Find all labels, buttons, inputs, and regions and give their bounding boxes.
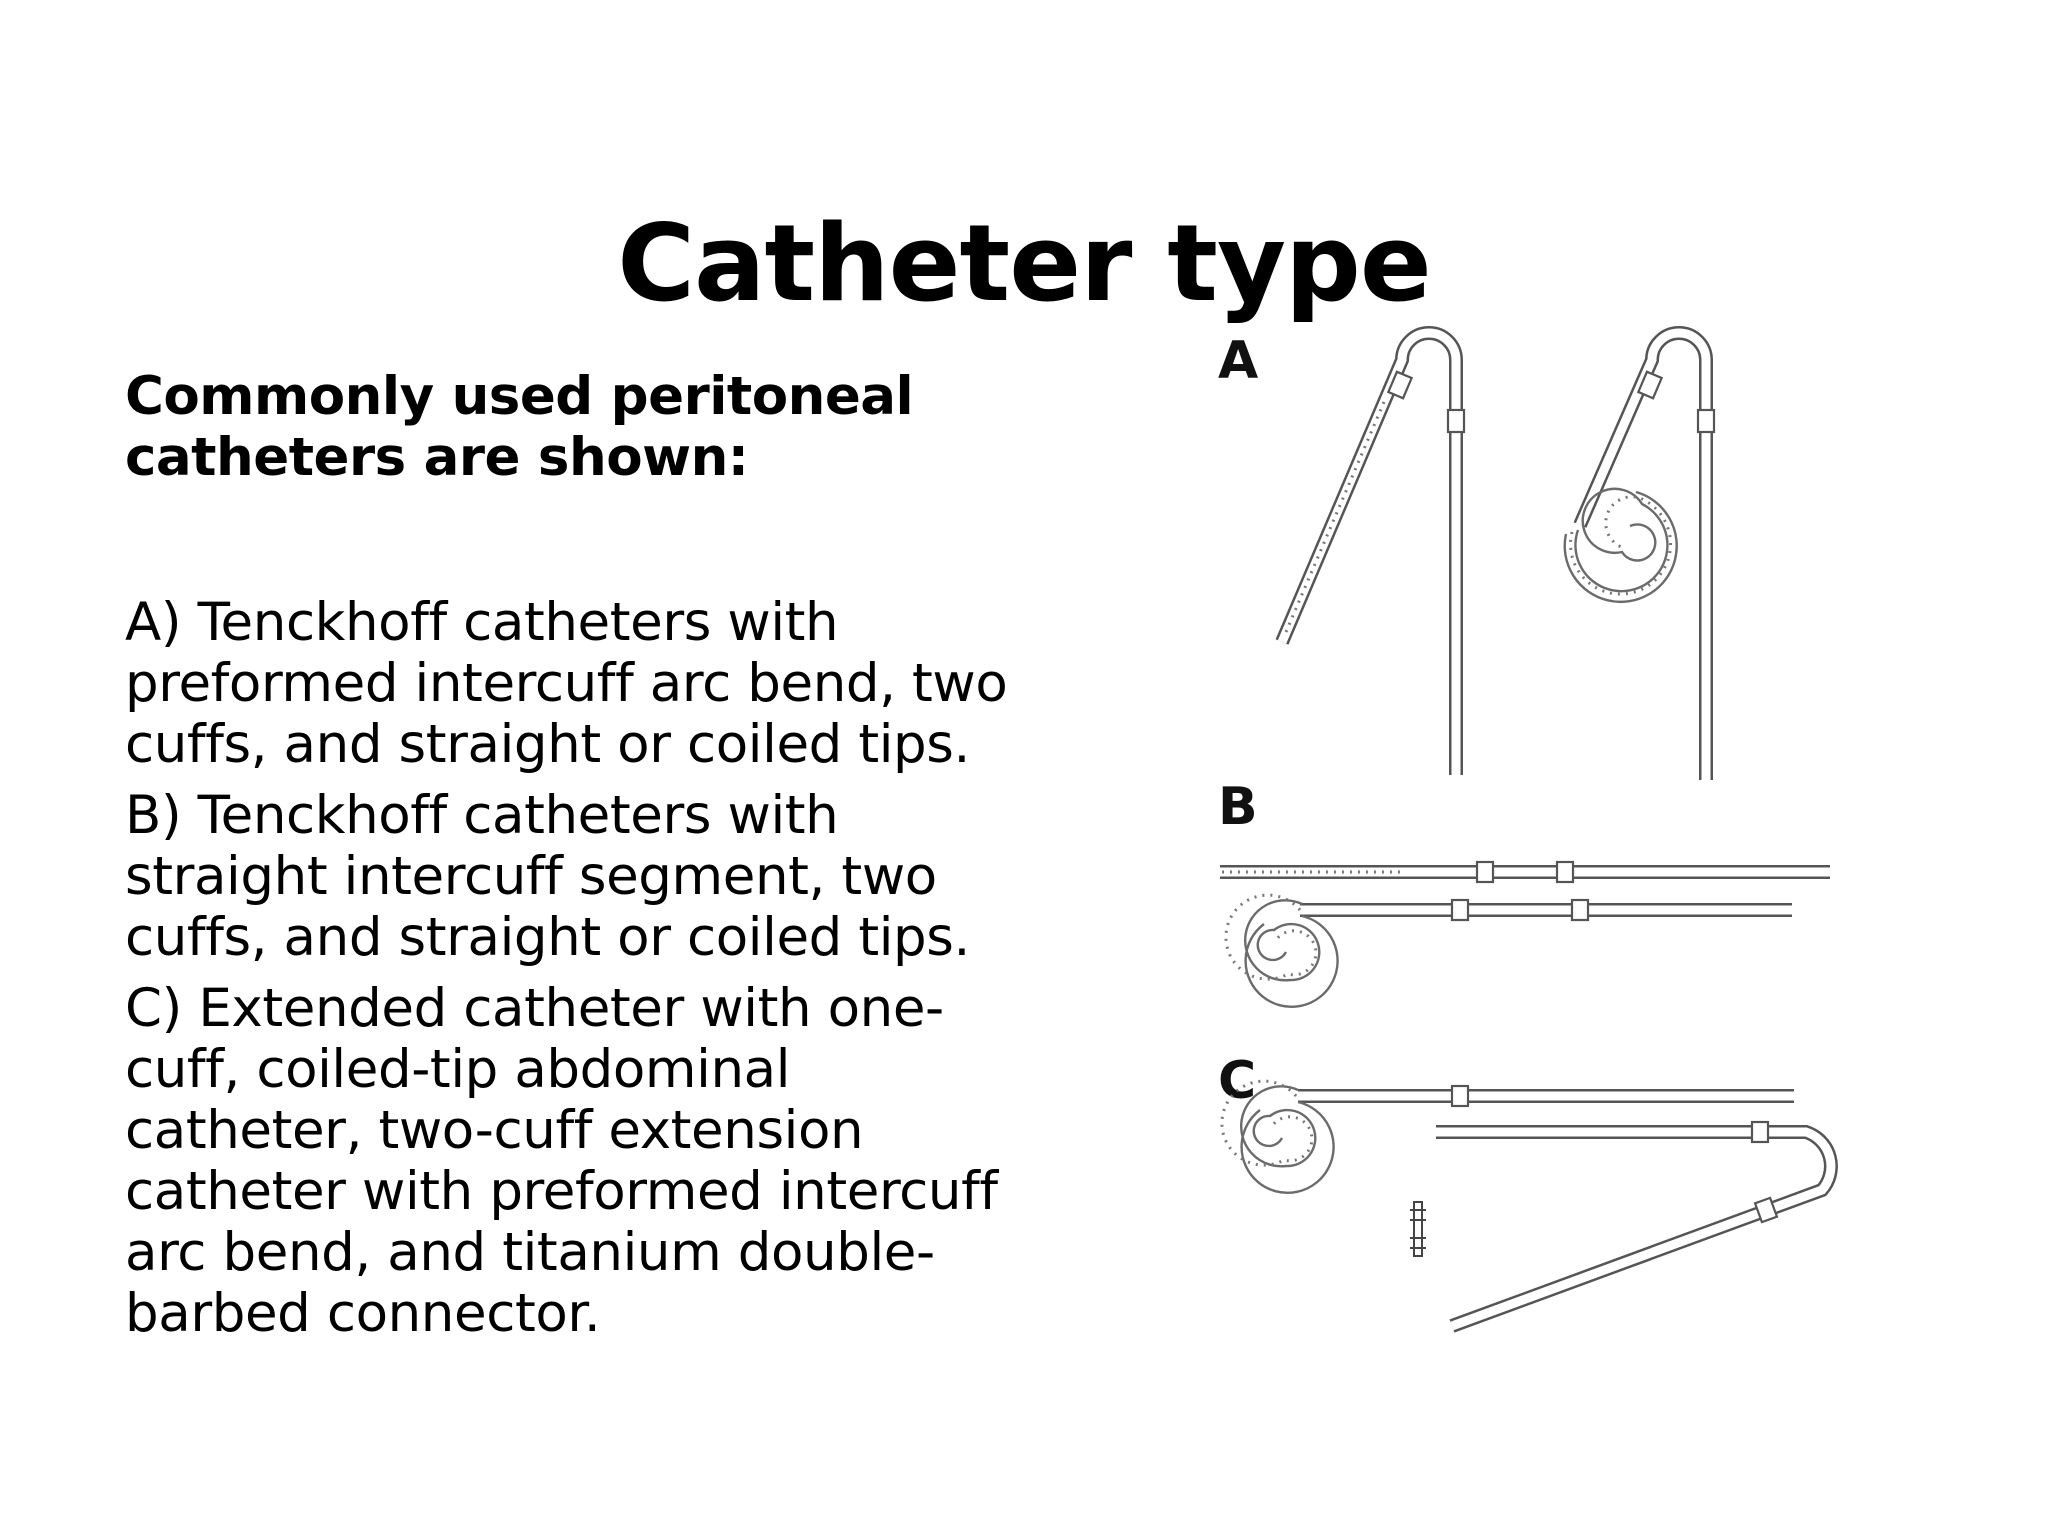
catheter-list: A) Tenckhoff catheters with preformed in… xyxy=(125,592,1025,1344)
cuff xyxy=(1636,370,1664,400)
catheter-c-extension xyxy=(1436,1120,1838,1333)
catheter-diagram: A B C xyxy=(1218,326,1838,1333)
cuff xyxy=(1555,860,1575,884)
catheter-c-abdominal xyxy=(1220,1079,1794,1194)
catheter-b-straight-tip xyxy=(1220,860,1830,884)
list-item-b: B) Tenckhoff catheters with straight int… xyxy=(125,785,970,968)
slide-title: Catheter type xyxy=(617,202,1432,326)
cuff xyxy=(1570,898,1590,922)
list-item-c: C) Extended catheter with one-cuff, coil… xyxy=(125,978,998,1344)
figure-label-a: A xyxy=(1218,331,1258,391)
cuff xyxy=(1750,1120,1770,1144)
cuff xyxy=(1450,1084,1470,1108)
catheter-b-coiled-tip xyxy=(1224,893,1792,1008)
cuff xyxy=(1386,370,1414,400)
cuff xyxy=(1753,1196,1779,1224)
cuff xyxy=(1475,860,1495,884)
list-item-a: A) Tenckhoff catheters with preformed in… xyxy=(125,592,1008,775)
cuff xyxy=(1696,408,1716,434)
slide-text-column: Commonly used peritoneal catheters are s… xyxy=(125,366,1025,1354)
catheter-a-coiled-tip xyxy=(1563,326,1716,780)
intro-text: Commonly used peritoneal catheters are s… xyxy=(125,366,914,488)
figure-label-b: B xyxy=(1218,777,1258,837)
cuff xyxy=(1446,408,1466,434)
double-barbed-connector xyxy=(1410,1201,1426,1257)
catheter-a-straight-tip xyxy=(1275,326,1466,775)
cuff xyxy=(1450,898,1470,922)
